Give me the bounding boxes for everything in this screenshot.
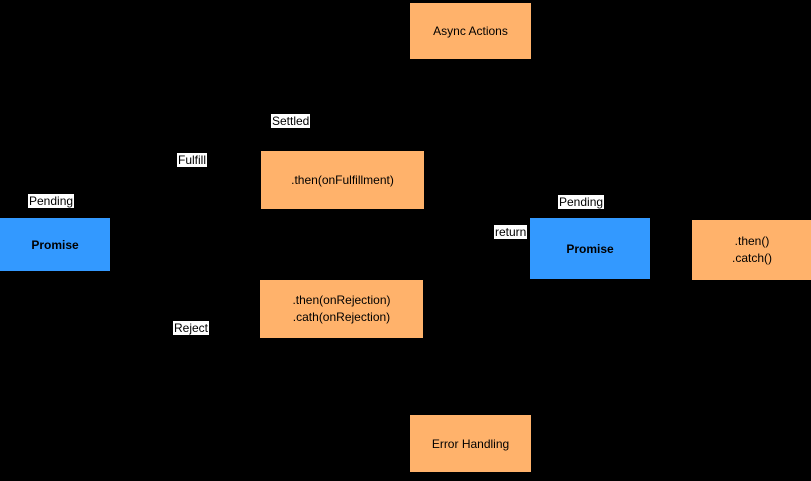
node-promise-right: Promise bbox=[530, 218, 650, 279]
node-then-catch-line1: .then() bbox=[734, 234, 770, 248]
node-async-actions-label: Async Actions bbox=[433, 24, 508, 38]
node-then-onfulfillment: .then(onFulfillment) bbox=[261, 151, 424, 209]
node-error-handling: Error Handling bbox=[410, 415, 531, 472]
node-async-actions: Async Actions bbox=[410, 3, 531, 59]
label-pending-right: Pending bbox=[558, 195, 605, 209]
node-then-onrejection-line2: .cath(onRejection) bbox=[292, 310, 391, 324]
label-return: return bbox=[494, 225, 528, 239]
node-then-onfulfillment-label: .then(onFulfillment) bbox=[291, 173, 394, 187]
node-then-catch-line2: .catch() bbox=[731, 251, 772, 265]
node-error-handling-label: Error Handling bbox=[431, 436, 510, 451]
label-reject: Reject bbox=[173, 321, 210, 335]
label-settled: Settled bbox=[271, 114, 311, 128]
label-pending-left: Pending bbox=[28, 194, 75, 208]
node-promise-left-label: Promise bbox=[31, 237, 79, 252]
label-fulfill: Fulfill bbox=[177, 153, 208, 167]
node-then-onrejection: .then(onRejection) .cath(onRejection) bbox=[260, 280, 423, 338]
node-then-onrejection-line1: .then(onRejection) bbox=[292, 293, 391, 307]
node-then-catch: .then() .catch() bbox=[692, 220, 811, 280]
node-promise-right-label: Promise bbox=[566, 241, 614, 256]
node-promise-left: Promise bbox=[0, 218, 110, 271]
